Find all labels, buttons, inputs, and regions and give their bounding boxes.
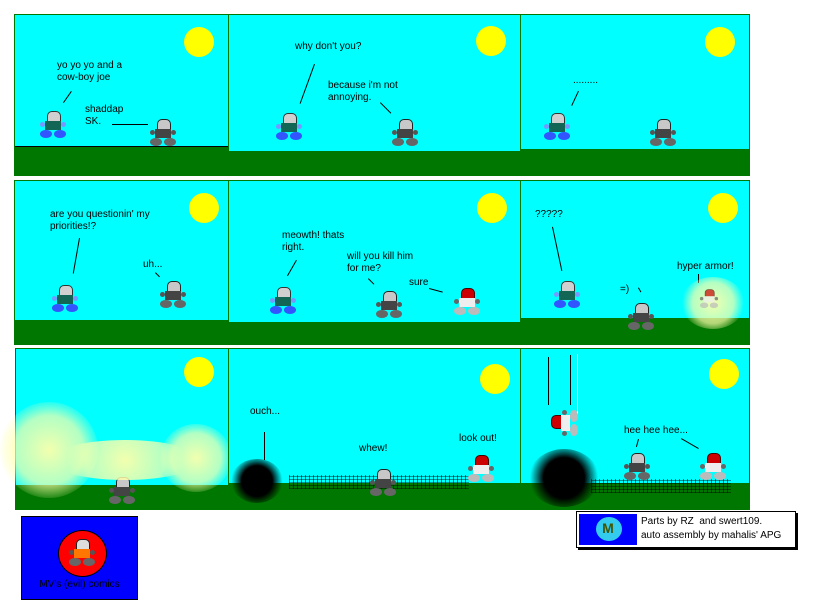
speech-tail xyxy=(264,432,265,460)
speech-tail xyxy=(635,439,639,447)
logo-character xyxy=(68,539,96,567)
character-cowboy xyxy=(149,119,177,147)
sun-icon xyxy=(189,193,219,223)
sun-icon xyxy=(476,26,506,56)
speech-tail xyxy=(681,438,699,449)
sun-icon xyxy=(708,193,738,223)
character-red-robot xyxy=(699,289,719,309)
speech-text: are you questionin' my priorities!? xyxy=(50,209,150,232)
speech-text: uh... xyxy=(143,259,163,270)
character-cowboy xyxy=(375,291,403,319)
comic-logo: MV's (evil) comics xyxy=(21,516,138,600)
speech-text: hyper armor! xyxy=(677,261,734,272)
speech-text: look out! xyxy=(459,433,497,444)
character-cowboy xyxy=(391,119,419,147)
comic-panel-9: hee hee hee... xyxy=(520,348,750,510)
character-sk xyxy=(275,113,303,141)
speech-tail xyxy=(112,124,148,125)
speech-tail xyxy=(72,238,80,274)
character-cowboy xyxy=(649,119,677,147)
speech-text: will you kill him for me? xyxy=(347,251,414,274)
motion-line xyxy=(570,355,571,405)
speech-text: ????? xyxy=(535,209,563,220)
scorch-marks xyxy=(591,479,731,493)
speech-tail xyxy=(299,64,315,104)
comic-panel-1: yo yo yo and a cow-boy joe shaddap SK. xyxy=(14,14,229,176)
character-sk-falling xyxy=(551,409,579,437)
speech-tail xyxy=(287,260,297,277)
speech-tail xyxy=(571,91,579,106)
comic-panel-3: ......... xyxy=(520,14,750,176)
m-logo-icon: M xyxy=(579,514,637,545)
horizon-line xyxy=(15,146,228,147)
comic-panel-8: ouch... whew! look out! xyxy=(228,348,521,510)
character-sk xyxy=(51,285,79,313)
character-sk xyxy=(543,113,571,141)
character-cowboy xyxy=(159,281,187,309)
ground xyxy=(15,320,228,344)
speech-text: sure xyxy=(409,277,429,288)
speech-tail xyxy=(155,272,160,278)
credits-box: M Parts by RZ and swert109. auto assembl… xyxy=(576,511,796,548)
character-red-robot xyxy=(453,288,481,316)
character-badge-icon xyxy=(58,530,107,577)
speech-tail xyxy=(638,287,642,293)
speech-tail xyxy=(552,226,563,272)
explosion-dust-cloud xyxy=(160,424,232,492)
motion-line xyxy=(577,354,578,414)
ground xyxy=(521,149,749,175)
comic-panel-2: why don't you? because i'm not annoying. xyxy=(228,14,521,176)
character-sk xyxy=(553,281,581,309)
sun-icon xyxy=(184,357,214,387)
speech-text: why don't you? xyxy=(295,41,362,52)
character-sk xyxy=(39,111,67,139)
speech-tail xyxy=(62,91,72,104)
sun-icon xyxy=(705,27,735,57)
sun-icon xyxy=(480,364,510,394)
speech-tail xyxy=(429,288,443,293)
character-cowboy xyxy=(108,477,136,505)
character-cowboy xyxy=(623,453,651,481)
sun-icon xyxy=(709,359,739,389)
sun-icon xyxy=(477,193,507,223)
character-cowboy xyxy=(369,469,397,497)
ground xyxy=(229,322,520,344)
comic-panel-6: ????? =) hyper armor! xyxy=(520,180,750,345)
speech-tail xyxy=(368,278,375,285)
speech-text: shaddap SK. xyxy=(85,104,124,127)
speech-text: yo yo yo and a cow-boy joe xyxy=(57,60,123,83)
character-cowboy xyxy=(627,303,655,331)
speech-text: whew! xyxy=(359,443,388,454)
speech-text: because i'm not annoying. xyxy=(328,80,398,103)
speech-text: ......... xyxy=(573,75,599,86)
speech-text: ouch... xyxy=(250,406,281,417)
motion-line xyxy=(548,357,549,405)
smoke-cloud xyxy=(231,459,283,503)
character-red-robot xyxy=(699,453,727,481)
speech-text: =) xyxy=(620,284,630,295)
credits-text: Parts by RZ and swert109. auto assembly … xyxy=(641,516,782,541)
speech-text: hee hee hee... xyxy=(624,425,688,436)
character-red-robot xyxy=(467,455,495,483)
ground xyxy=(229,151,520,175)
sun-icon xyxy=(184,27,214,57)
comic-panel-5: meowth! thats right. will you kill him f… xyxy=(228,180,521,345)
ground xyxy=(15,147,228,175)
logo-caption: MV's (evil) comics xyxy=(39,579,120,590)
smoke-cloud xyxy=(529,449,599,507)
character-sk xyxy=(269,287,297,315)
speech-text: meowth! thats right. xyxy=(282,230,345,253)
comic-panel-4: are you questionin' my priorities!? uh..… xyxy=(14,180,229,345)
